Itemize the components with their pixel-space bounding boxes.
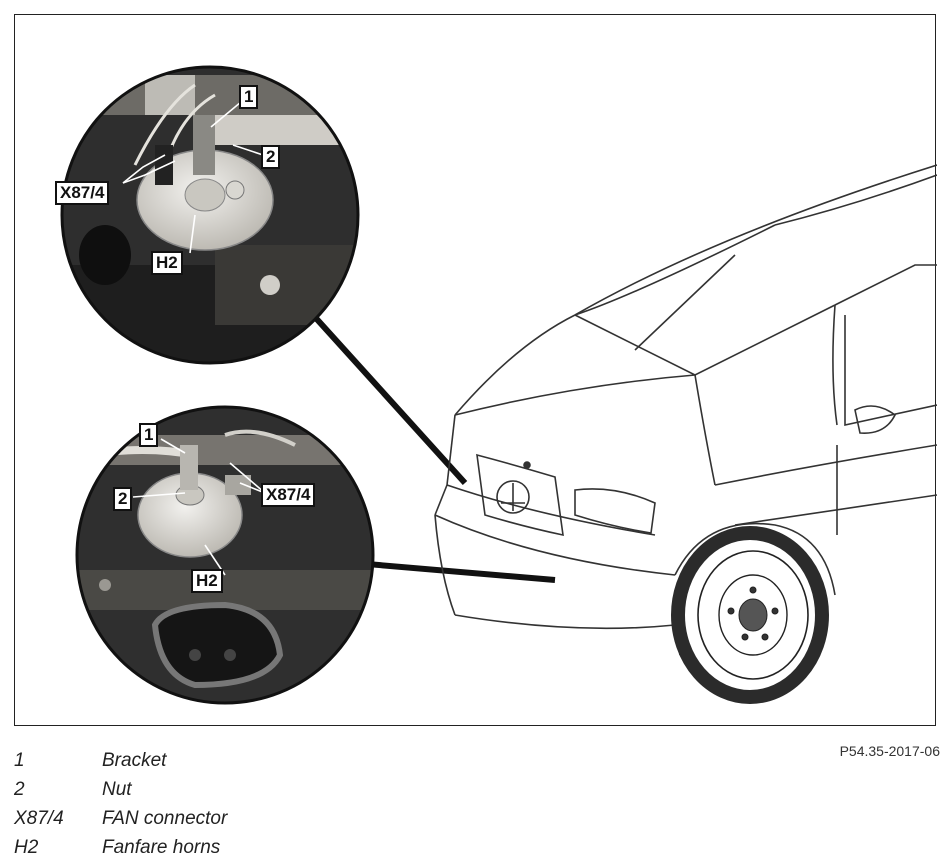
callout-2-top: 2	[261, 145, 281, 169]
figure-reference: P54.35-2017-06	[839, 743, 940, 759]
legend-key: X87/4	[14, 808, 64, 829]
detail-photo-top	[62, 67, 358, 363]
car-drawing	[434, 164, 937, 656]
callout-1-top: 1	[239, 85, 259, 109]
detail-circle-top	[60, 65, 360, 365]
legend-key: 1	[14, 750, 25, 771]
callout-1-bottom: 1	[139, 423, 159, 447]
figure-frame: 1 2 X87/4 H2 1 2 X87/4 H2	[14, 14, 937, 726]
legend-item: H2 Fanfare horns	[14, 837, 220, 859]
leader-line-bottom	[354, 560, 556, 583]
legend-key: H2	[14, 837, 39, 858]
callout-x87-4-bottom: X87/4	[261, 483, 316, 507]
callout-2-bottom: 2	[113, 487, 133, 511]
callout-x87-4-top: X87/4	[55, 181, 110, 205]
figure-illustration	[60, 65, 937, 705]
legend-text: Fanfare horns	[102, 837, 221, 858]
detail-photo-bottom	[77, 407, 373, 703]
callout-h2-top: H2	[151, 251, 183, 275]
detail-circle-bottom	[75, 405, 375, 705]
legend-text: Bracket	[102, 750, 167, 771]
legend-text: Nut	[102, 779, 132, 800]
legend-item: 2 Nut	[14, 779, 132, 801]
callout-leaders-bottom	[132, 438, 266, 576]
legend-text: FAN connector	[102, 808, 228, 829]
legend-item: X87/4 FAN connector	[14, 808, 227, 830]
callout-h2-bottom: H2	[191, 569, 223, 593]
legend-key: 2	[14, 779, 25, 800]
front-wheel	[671, 526, 829, 704]
leader-line-top	[292, 292, 468, 486]
legend-item: 1 Bracket	[14, 750, 166, 772]
